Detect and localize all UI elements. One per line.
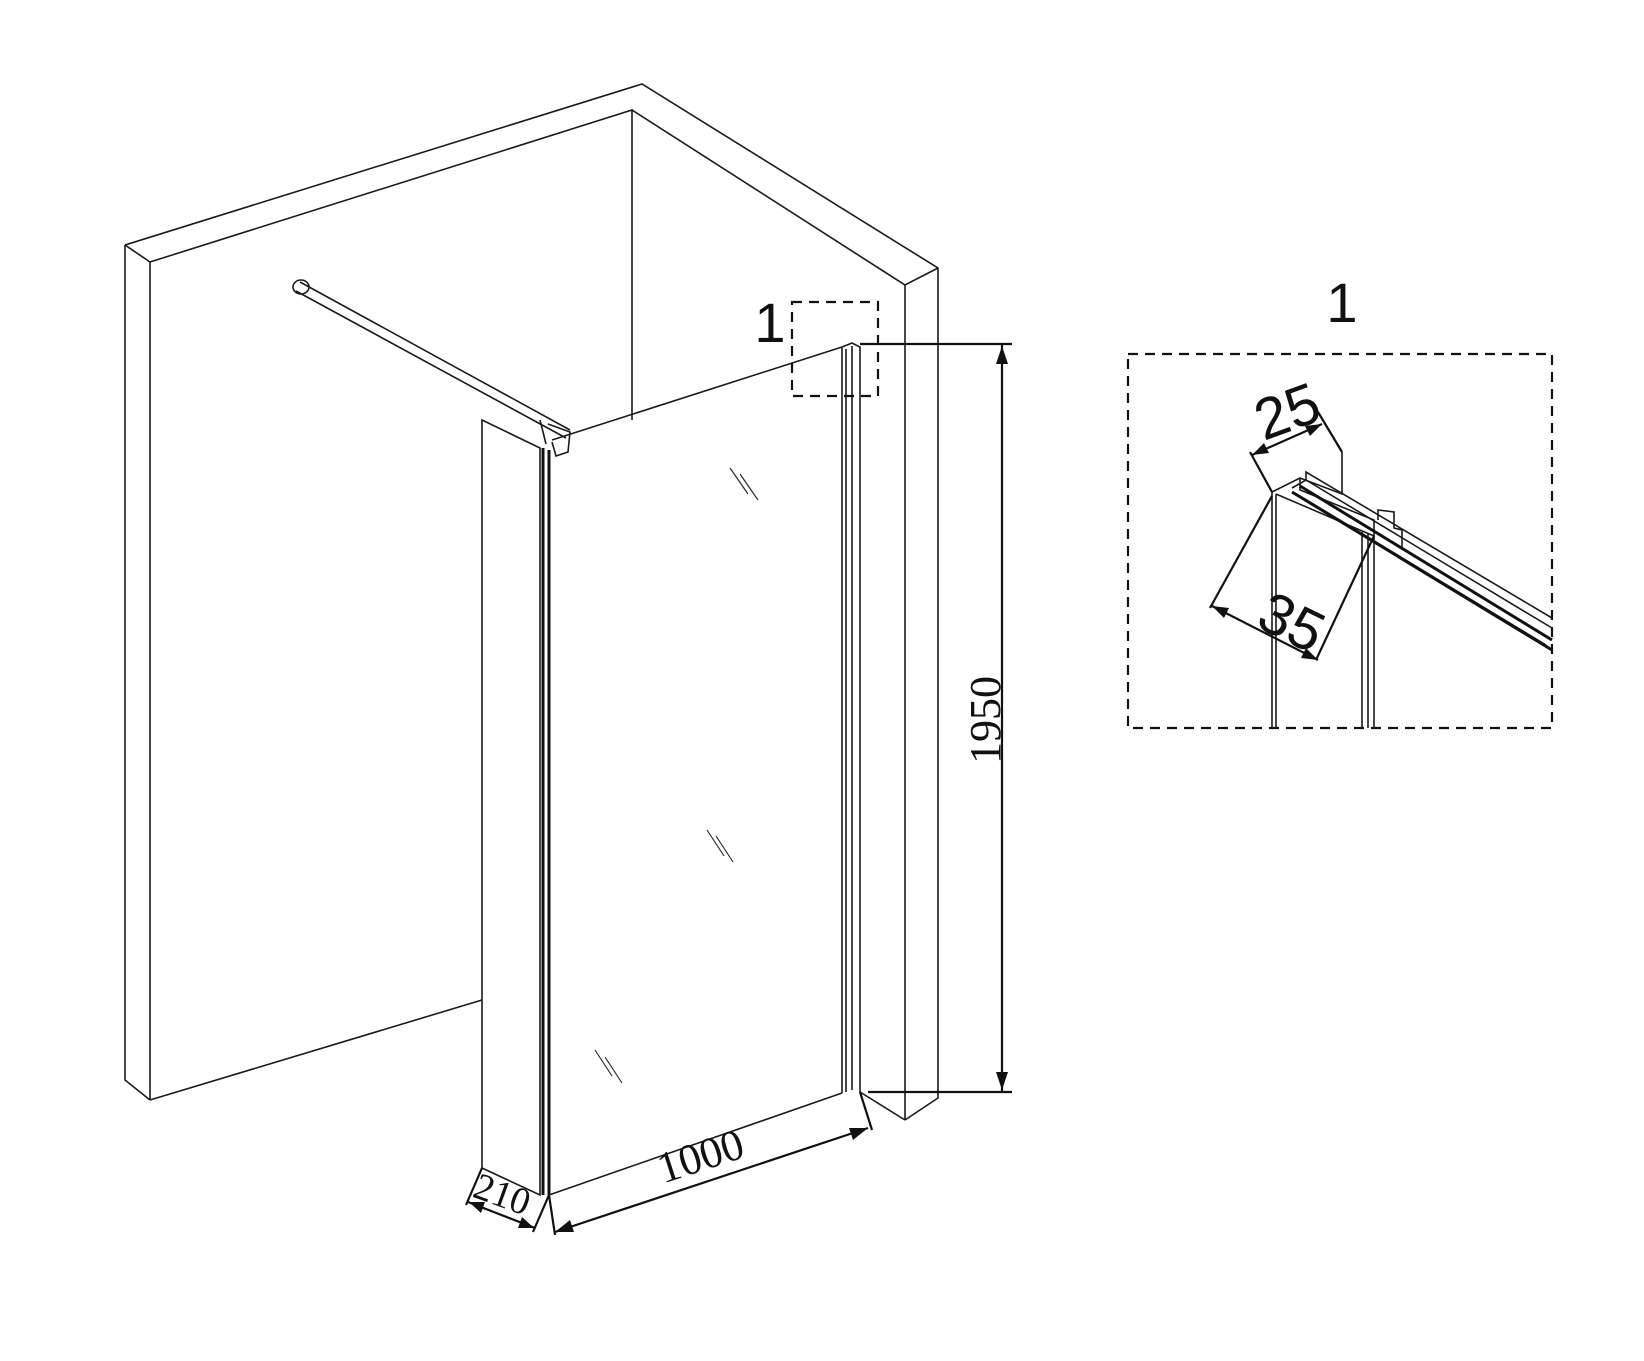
support-bar-wall-cap (292, 279, 310, 295)
width-arrow-right (849, 1128, 868, 1140)
wall-left-edge (124, 244, 151, 1101)
width-dimension-label: 1000 (651, 1119, 750, 1193)
detail-dim-a-extension-right (1317, 411, 1343, 453)
width-dimension: 1000 (547, 1091, 874, 1236)
back-wall-bottom-edge (149, 999, 483, 1101)
glass-panel-bottom (548, 1092, 843, 1196)
detail-marker-box (790, 300, 880, 398)
detail-dim-a-label: 25 (1246, 370, 1329, 453)
support-bar-clamp (539, 419, 571, 458)
support-bar-body (295, 281, 571, 439)
wall-profile (841, 342, 861, 1093)
return-panel (481, 418, 551, 1197)
detail-dim-b-extension-right (1315, 535, 1375, 661)
detail-dim-a-extension-left (1249, 451, 1273, 493)
depth-dimension: 210 (464, 1165, 551, 1233)
height-dimension-label: 1950 (961, 676, 1010, 764)
detail-marker-label: 1 (754, 291, 785, 354)
depth-arrow-right (518, 1217, 534, 1228)
depth-extension-left (464, 1167, 484, 1206)
return-panel-edge-profile (541, 448, 551, 1195)
glass-reflection-mark (594, 1049, 623, 1084)
detail-marker: 1 (754, 291, 880, 398)
right-wall-bottom-edge (859, 1091, 906, 1121)
depth-extension-right (531, 1194, 551, 1233)
back-wall-inner-top (149, 108, 633, 420)
glass-panel (548, 342, 861, 1196)
right-wall-face (631, 109, 939, 1120)
depth-dimension-label: 210 (468, 1165, 536, 1224)
detail-view: 1 25 35 (1126, 271, 1554, 730)
height-arrow-top (996, 346, 1008, 364)
detail-dim-a-arrow-right (1305, 424, 1322, 436)
width-extension-right (858, 1091, 874, 1131)
detail-dim-a-arrow-left (1252, 443, 1269, 455)
height-arrow-bottom (996, 1072, 1008, 1090)
corner-walls (124, 83, 939, 1121)
detail-view-title: 1 (1326, 271, 1357, 334)
back-wall-outline (124, 83, 939, 1121)
detail-dim-b-label: 35 (1248, 579, 1334, 666)
glass-reflection-mark (729, 467, 759, 501)
depth-arrow-left (469, 1202, 485, 1213)
detail-bar (1291, 484, 1553, 652)
detail-view-frame (1126, 352, 1554, 730)
detail-profile-left-face (1271, 492, 1277, 728)
width-dimension-line (554, 1126, 869, 1234)
glass-panel-top (551, 346, 843, 441)
detail-dim-b-extension-left (1209, 495, 1273, 609)
height-dimension: 1950 (860, 342, 1012, 1094)
detail-bracket (1377, 509, 1403, 548)
glass-reflection-mark (706, 829, 734, 863)
detail-dim-b-arrow-right (1301, 648, 1318, 660)
detail-bar-channel (1291, 470, 1553, 646)
support-bar (292, 279, 571, 458)
return-panel-outline (481, 418, 541, 1197)
width-extension-left (547, 1194, 557, 1236)
detail-dim-b-line (1211, 605, 1319, 661)
width-arrow-left (555, 1220, 574, 1232)
detail-dim-b-arrow-left (1212, 606, 1229, 618)
